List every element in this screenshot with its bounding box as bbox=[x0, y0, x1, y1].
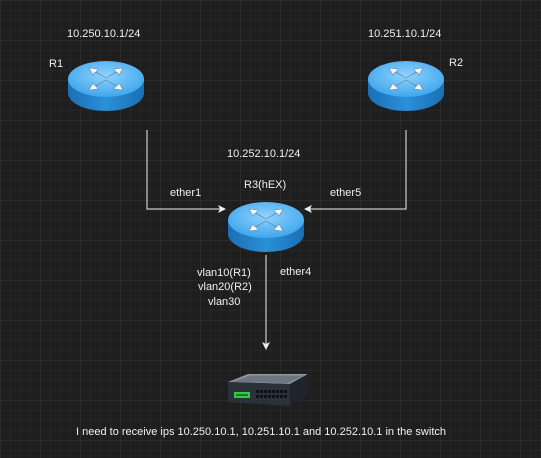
network-switch-icon[interactable] bbox=[224, 372, 310, 412]
r2-name-label: R2 bbox=[449, 57, 464, 69]
ether4-label: ether4 bbox=[280, 266, 312, 278]
r2-to-r3-connector bbox=[304, 130, 407, 213]
r1-router-icon[interactable] bbox=[66, 59, 146, 115]
vlan30-label: vlan30 bbox=[208, 296, 241, 308]
r1-to-r3-connector bbox=[146, 130, 226, 213]
ether5-label: ether5 bbox=[330, 187, 362, 199]
vlan10-label: vlan10(R1) bbox=[197, 267, 251, 279]
r3-name-label: R3(hEX) bbox=[244, 179, 287, 191]
r3-ip-label: 10.252.10.1/24 bbox=[227, 148, 301, 160]
vlan20-label: vlan20(R2) bbox=[198, 281, 252, 293]
r1-ip-label: 10.250.10.1/24 bbox=[67, 28, 141, 40]
r3-router-icon[interactable] bbox=[226, 200, 306, 256]
ether1-label: ether1 bbox=[170, 187, 202, 199]
r2-router-icon[interactable] bbox=[366, 59, 446, 115]
note-text: I need to receive ips 10.250.10.1, 10.25… bbox=[76, 426, 446, 438]
r1-name-label: R1 bbox=[49, 58, 64, 70]
r2-ip-label: 10.251.10.1/24 bbox=[368, 28, 442, 40]
